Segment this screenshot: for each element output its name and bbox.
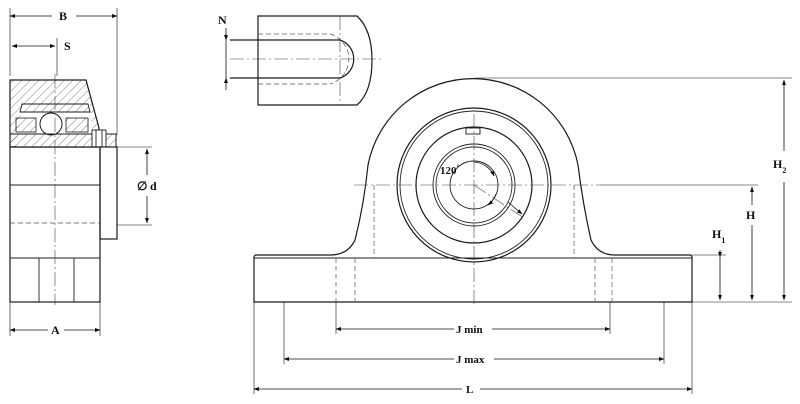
label-jmax: J max	[456, 354, 485, 366]
label-b: B	[59, 9, 67, 23]
angle-pointer	[507, 201, 523, 215]
label-a: A	[51, 323, 60, 337]
label-h: H	[746, 208, 756, 222]
slot-outline	[257, 15, 373, 106]
label-jmin: J min	[456, 324, 483, 336]
angle-line	[473, 184, 525, 219]
height-dimensions: H2 H H1	[475, 77, 792, 303]
slot-detail: N	[218, 13, 382, 106]
seal-left	[15, 117, 37, 133]
label-h2: H2	[773, 157, 786, 175]
horizontal-dimensions: J min J max L	[253, 302, 693, 396]
label-l: L	[466, 384, 473, 396]
label-angle: 120°	[440, 163, 460, 177]
angle-arc-1	[473, 161, 495, 177]
label-h1: H1	[712, 227, 725, 245]
label-n: N	[218, 13, 227, 27]
top-notch	[465, 127, 481, 135]
front-view: 120°	[253, 78, 693, 306]
ball	[39, 112, 63, 136]
label-s: S	[64, 39, 71, 53]
label-d: d	[150, 179, 157, 193]
seal-right	[65, 117, 89, 133]
housing-outline	[253, 78, 693, 303]
label-d-symbol: ∅	[137, 179, 147, 193]
side-view: B S ∅	[9, 8, 157, 337]
shaft-bore	[99, 146, 118, 240]
set-screw	[91, 129, 107, 148]
angle-arc-2	[487, 193, 497, 206]
outer-circle	[396, 107, 552, 263]
